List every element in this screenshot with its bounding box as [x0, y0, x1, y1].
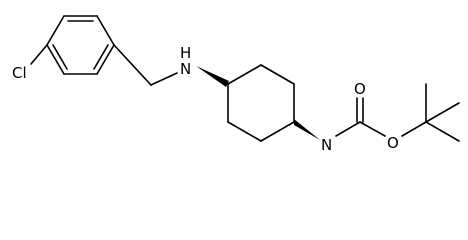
ring-ch2-bond — [113, 44, 152, 86]
o-tbutyl-bond — [401, 121, 427, 137]
c-cl-bond — [30, 44, 48, 65]
wedge-bond-amine — [196, 66, 229, 87]
structure-canvas: Cl N H N H O O — [12, 15, 460, 154]
ring-bond — [227, 64, 262, 85]
cyclohexane-ring — [227, 64, 295, 142]
carbonyl-oxygen-atom: O — [354, 80, 366, 98]
tbutyl-methyl-bond — [425, 121, 460, 142]
chlorine-atom: Cl — [12, 64, 27, 82]
carbamate-nitrogen-atom: N — [321, 136, 332, 154]
ring-bond — [260, 121, 295, 142]
n-carbonyl-bond — [335, 121, 361, 137]
ring-bond — [96, 15, 115, 46]
ring-bond — [46, 15, 65, 46]
chlorobenzene-ring — [46, 15, 115, 75]
ring-bond — [227, 121, 262, 142]
tbutyl-methyl-bond — [425, 102, 460, 123]
molecule-structure: Cl N H N H O O — [12, 15, 460, 154]
amine-hydrogen-atom: H — [180, 44, 191, 62]
ring-bond — [46, 44, 65, 75]
amine-nitrogen-atom: N — [180, 60, 191, 78]
ring-bond — [96, 44, 115, 75]
carbonyl-ester-o-bond — [359, 121, 386, 137]
wedge-bond-carbamate — [294, 119, 320, 140]
ester-oxygen-atom: O — [387, 134, 399, 152]
ring-double-bond — [52, 44, 68, 70]
ch2-n-bond — [150, 72, 178, 86]
ring-double-bond — [93, 44, 109, 70]
ring-bond — [260, 64, 295, 85]
